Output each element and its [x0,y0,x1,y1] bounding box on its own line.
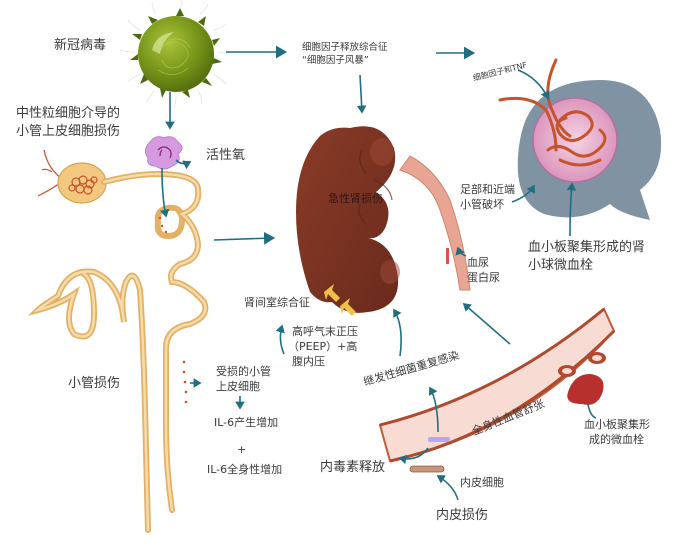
label-endotoxin-release: 内毒素释放 [320,460,386,475]
arrow-glomerular-thrombus [566,182,577,237]
label-neutrophil-injury-line1: 中性粒细胞介导的 [16,106,121,121]
label-aki: 急性肾损伤 [328,192,383,205]
label-ros: 活性氧 [206,148,246,163]
arrow-storm-to-kidney [356,74,367,114]
label-il6-production: IL-6产生增加 [214,416,279,429]
label-glomerular-thrombus-line1: 血小板聚集形成的肾 [528,240,646,255]
label-neutrophil-injury-line2: 小管上皮细胞损伤 [16,124,121,139]
label-damaged-epithelium-line1: 受损的小管 [216,365,271,378]
arrow-tnf-to-glomerulus [517,69,550,100]
arrow-platelet-microthrombus [587,403,597,419]
label-hematuria-line2: 蛋白尿 [467,271,500,284]
arrow-vessel-to-kidney [462,302,511,345]
label-cytokine-storm-line2: “细胞因子风暴” [302,55,369,66]
label-podocyte-damage-line1: 足部和近端 [460,183,515,196]
nephron-tubule [27,149,209,533]
label-platelet-microthrombus-line1: 血小板聚集形 [584,418,650,431]
label-podocyte-damage-line2: 小管破坏 [460,198,504,211]
arrow-infection [393,308,402,357]
arrows [159,45,597,501]
arrow-peep [275,324,285,355]
neutrophil-icon [144,136,183,170]
arrow-podocyte [511,184,535,203]
label-peep-line1: 高呼气末正压 [292,325,358,338]
label-endothelial-cell: 内皮细胞 [460,476,504,489]
label-peep-line3: 腹内压 [292,355,325,368]
label-cytokine-storm-line1: 细胞因子释放综合征 [302,42,388,53]
kidney-icon [296,126,471,316]
label-il6-systemic: IL-6全身性增加 [207,463,283,476]
arrow-tubule-to-kidney [213,231,276,245]
label-compartment-syndrome: 肾间室综合征 [244,296,310,309]
arrow-hematuria [455,246,467,257]
label-damaged-epithelium-line2: 上皮细胞 [216,380,260,393]
arrow-endotoxin-up [429,386,439,433]
label-virus: 新冠病毒 [54,38,107,53]
label-platelet-microthrombus-line2: 成的微血栓 [589,433,644,446]
label-hematuria-line1: 血尿 [467,256,489,269]
label-endothelial-injury: 内皮损伤 [436,508,489,523]
glomerulus-icon [498,58,662,220]
arrow-neutrophil-to-ros [175,159,192,170]
virus-icon [119,0,233,109]
label-glomerular-thrombus-line2: 小球微血栓 [528,258,594,273]
arrow-endotoxin-release [398,447,429,465]
label-tubular-injury: 小管损伤 [68,376,121,391]
label-peep-line2: （PEEP）+高 [288,340,358,353]
arrow-neutrophil-to-tubule [159,167,170,218]
arrow-endothelial-injury [436,475,459,501]
pressure-arrows [324,284,356,316]
label-plus: + [237,443,247,456]
